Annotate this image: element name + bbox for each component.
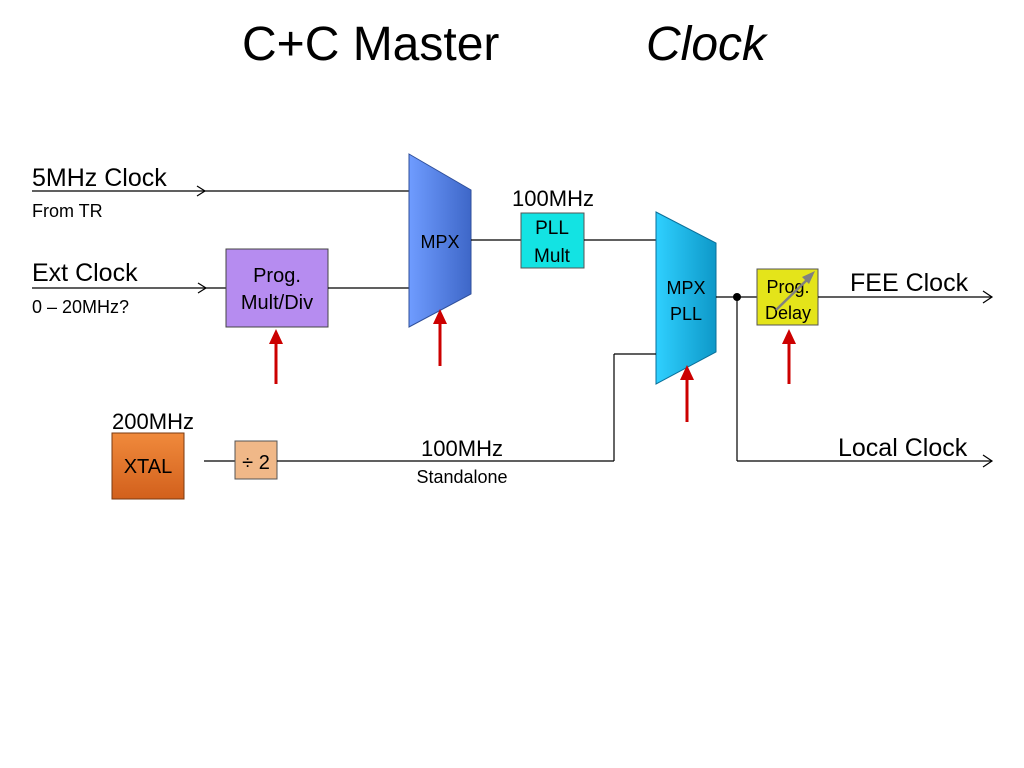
divider-label: ÷ 2 [242,452,270,474]
pll-mult-line1: PLL [535,218,569,239]
xtal-block [111,432,185,500]
wire-5mhz [32,185,409,197]
divider-block [234,440,278,480]
mpx-pll-line1: MPX [666,278,705,298]
wire-div-to-mpxpll [277,353,656,462]
mpx-label: MPX [420,232,459,252]
prog-delay-line2: Delay [765,303,811,323]
mpx-block [408,153,472,328]
prog-mult-div-line2: Mult/Div [241,292,313,314]
title-clock: Clock [646,18,769,71]
mpx-pll-block [655,211,717,385]
freq-standalone-label: 100MHz [421,436,503,461]
pll-mult-line2: Mult [534,246,571,267]
freq-xtal-label: 200MHz [112,409,194,434]
wire-fee-output [818,290,994,304]
prog-mult-div-block [225,248,329,328]
wire-ext [32,282,226,294]
control-arrow-mpx [433,309,447,366]
control-arrow-mpx-pll [680,365,694,422]
input-5mhz-sublabel: From TR [32,201,103,221]
standalone-label: Standalone [416,467,507,487]
input-ext-label: Ext Clock [32,259,138,287]
prog-mult-div-line1: Prog. [253,265,301,287]
pll-mult-block [520,212,585,269]
output-local-label: Local Clock [838,434,968,462]
freq-pll-label: 100MHz [512,186,594,211]
mpx-pll-line2: PLL [670,304,702,324]
control-arrow-prog-delay [782,329,796,384]
xtal-label: XTAL [124,456,173,478]
control-arrow-prog-mult [269,329,283,384]
wire-mpxpll-output [716,293,994,468]
input-5mhz-label: 5MHz Clock [32,164,167,192]
prog-delay-adjust-arrow [775,271,815,311]
input-ext-sublabel: 0 – 20MHz? [32,297,129,317]
prog-delay-line1: Prog. [766,277,809,297]
output-fee-label: FEE Clock [850,269,969,297]
title-master: C+C Master [242,18,499,71]
